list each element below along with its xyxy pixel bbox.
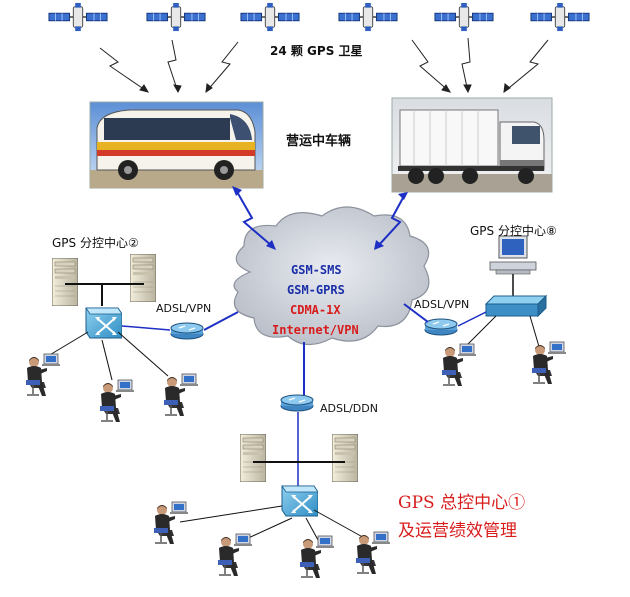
satellite-icon [48,2,108,32]
satellite-constellation [48,2,590,32]
operator-icon [299,535,335,579]
center-2-link-label: ADSL/VPN [156,302,212,315]
operator-icon [99,379,135,423]
network-line-4: Internet/VPN [272,323,359,337]
satellite-icon [240,2,300,32]
server-icon [240,434,266,482]
operator-icon [217,533,253,577]
router-icon [424,318,458,336]
bus-wireless-link [235,189,273,247]
server-icon [52,258,78,306]
network-line-2: GSM-GPRS [287,283,345,297]
main-link-label: ADSL/DDN [320,402,378,415]
satellites-label: 24 颗 GPS 卫星 [270,44,363,58]
network-line-3: CDMA-1X [290,303,341,317]
main-center [153,342,391,579]
network-switch-icon [85,307,122,339]
operator-icon [25,353,61,397]
network-switch-icon [281,485,318,517]
satellite-icon [338,2,398,32]
center-8-label: GPS 分控中心⑧ [470,224,557,238]
bus-photo [89,101,264,189]
satellite-icon [146,2,206,32]
operator-icon [153,501,189,545]
network-cloud [233,206,430,346]
center-8 [403,235,567,387]
operator-icon [531,341,567,385]
satellite-icon [530,2,590,32]
cloud-shape [233,206,430,346]
router-icon [170,322,204,340]
satellite-signal-lines [99,37,549,94]
main-center-title: GPS 总控中心① [398,493,526,513]
vehicles-label: 营运中车辆 [286,134,352,149]
center-2-label: GPS 分控中心② [52,236,139,250]
server-icon [130,254,156,302]
truck-photo [391,97,553,193]
server-icon [332,434,358,482]
truck-wireless-link [377,195,405,247]
operator-icon [355,531,391,575]
operator-icon [163,373,199,417]
center-8-link-label: ADSL/VPN [414,298,470,311]
wireless-links [232,186,408,250]
network-line-1: GSM-SMS [291,263,342,277]
operator-icon [441,343,477,387]
center-2 [25,254,239,423]
router-icon [280,394,314,412]
satellite-icon [434,2,494,32]
main-center-subtitle: 及运营绩效管理 [398,521,517,541]
network-switch-icon [484,295,548,305]
